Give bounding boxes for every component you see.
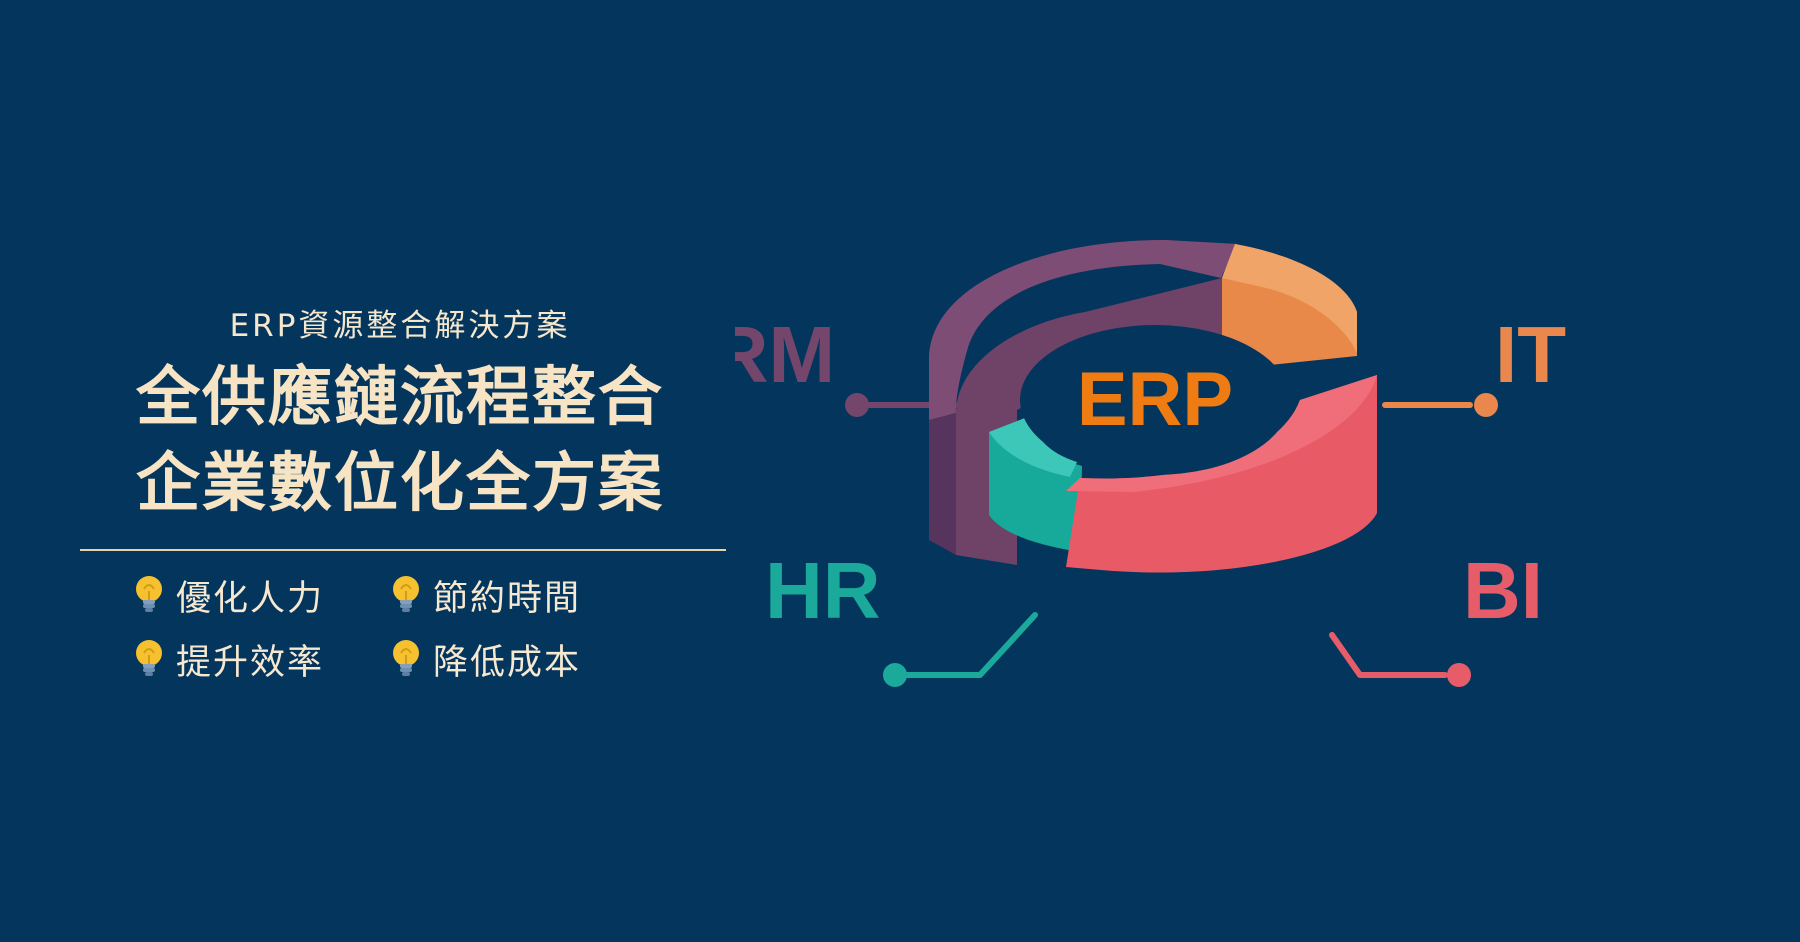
ring-segment-bi <box>1066 375 1377 573</box>
label-bi: BI <box>1463 546 1543 635</box>
benefits-grid: 優化人力 節約時間 <box>70 573 730 693</box>
lightbulb-icon <box>132 573 166 617</box>
headline-line-2: 企業數位化全方案 <box>136 447 664 521</box>
headline-line-1: 全供應鏈流程整合 <box>136 361 664 435</box>
label-hr: HR <box>765 546 881 635</box>
ring-center-hole <box>1020 325 1290 475</box>
hero-subtitle: ERP資源整合解決方案 <box>229 308 571 344</box>
erp-ring-svg: CRM IT HR BI ERP <box>735 240 1566 687</box>
ring-segment-it <box>1222 244 1357 370</box>
benefit-label-3: 提升效率 <box>176 642 325 683</box>
lightbulb-icon <box>389 573 423 617</box>
label-erp: ERP <box>1077 357 1233 442</box>
label-it: IT <box>1495 310 1566 399</box>
connector-bi <box>1329 632 1471 687</box>
connector-it <box>1382 393 1498 417</box>
label-crm: CRM <box>735 310 835 399</box>
hero-divider <box>80 549 726 551</box>
connector-hr <box>883 612 1038 687</box>
benefit-item-2: 節約時間 <box>389 573 581 619</box>
benefit-label-1: 優化人力 <box>176 578 325 619</box>
benefit-item-1: 優化人力 <box>132 573 324 619</box>
benefit-item-4: 降低成本 <box>389 637 581 683</box>
lightbulb-icon <box>389 637 423 681</box>
lightbulb-icon <box>132 637 166 681</box>
erp-diagram: CRM IT HR BI ERP <box>735 220 1800 740</box>
benefit-label-2: 節約時間 <box>433 578 582 619</box>
hero-headline: 全供應鏈流程整合 企業數位化全方案 <box>70 355 730 527</box>
hero-panel: ERP資源整合解決方案 全供應鏈流程整合 企業數位化全方案 優化人力 <box>70 300 730 693</box>
ring-segment-hr <box>989 416 1082 552</box>
benefit-item-3: 提升效率 <box>132 637 324 683</box>
benefit-label-4: 降低成本 <box>433 642 582 683</box>
